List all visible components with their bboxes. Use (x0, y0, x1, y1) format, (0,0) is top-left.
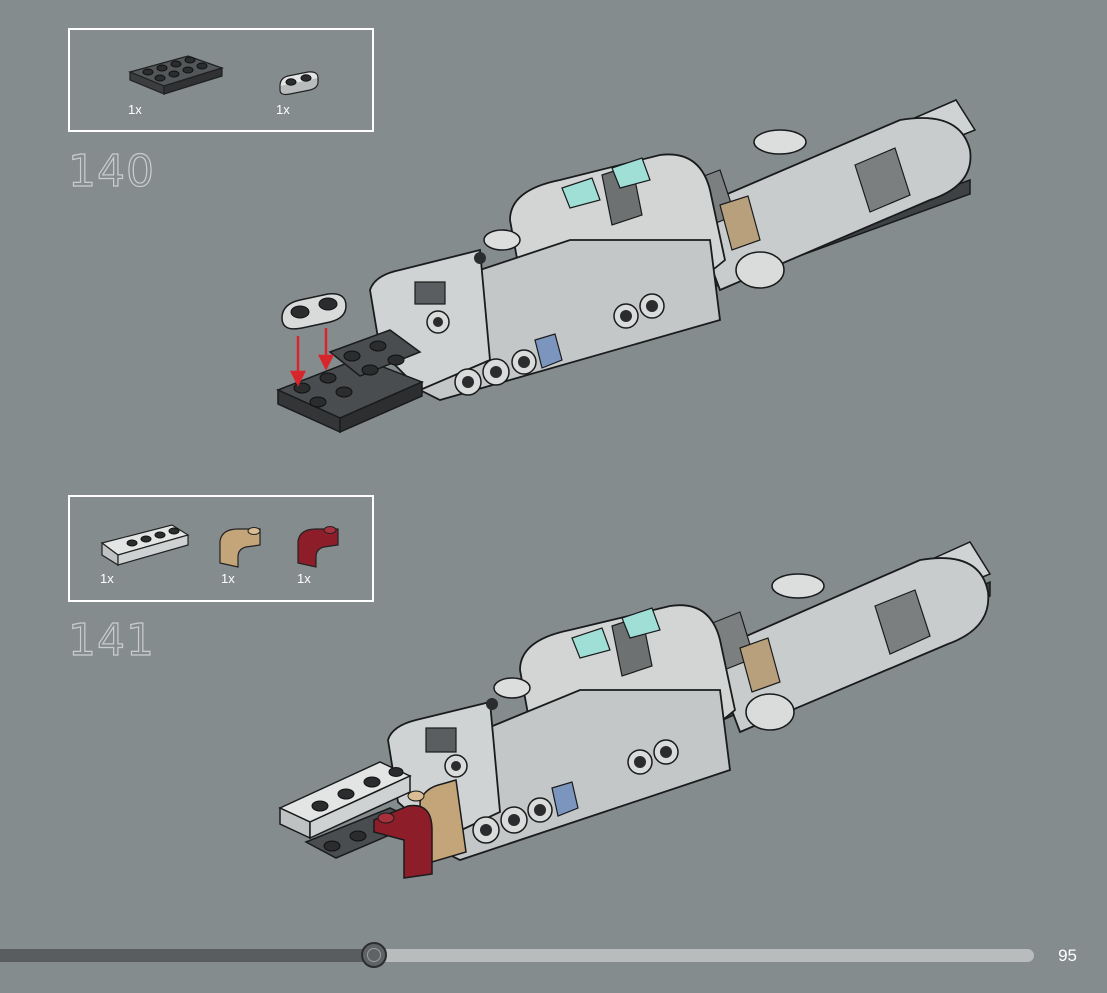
part-quantity: 1x (128, 102, 142, 117)
model-assembly-step-141 (270, 540, 1000, 890)
page-number: 95 (1058, 946, 1077, 966)
progress-fill (0, 949, 374, 962)
model-assembly-step-140 (270, 90, 990, 440)
tan-curved-slope-icon (216, 523, 272, 569)
step-number: 140 (68, 146, 155, 197)
part-quantity: 1x (100, 571, 114, 586)
dark-gray-plate-2x4-icon (126, 50, 226, 100)
step-number: 141 (68, 615, 155, 666)
progress-knob[interactable] (361, 942, 387, 968)
part-quantity: 1x (221, 571, 235, 586)
light-gray-slope-1x4-icon (98, 519, 194, 571)
